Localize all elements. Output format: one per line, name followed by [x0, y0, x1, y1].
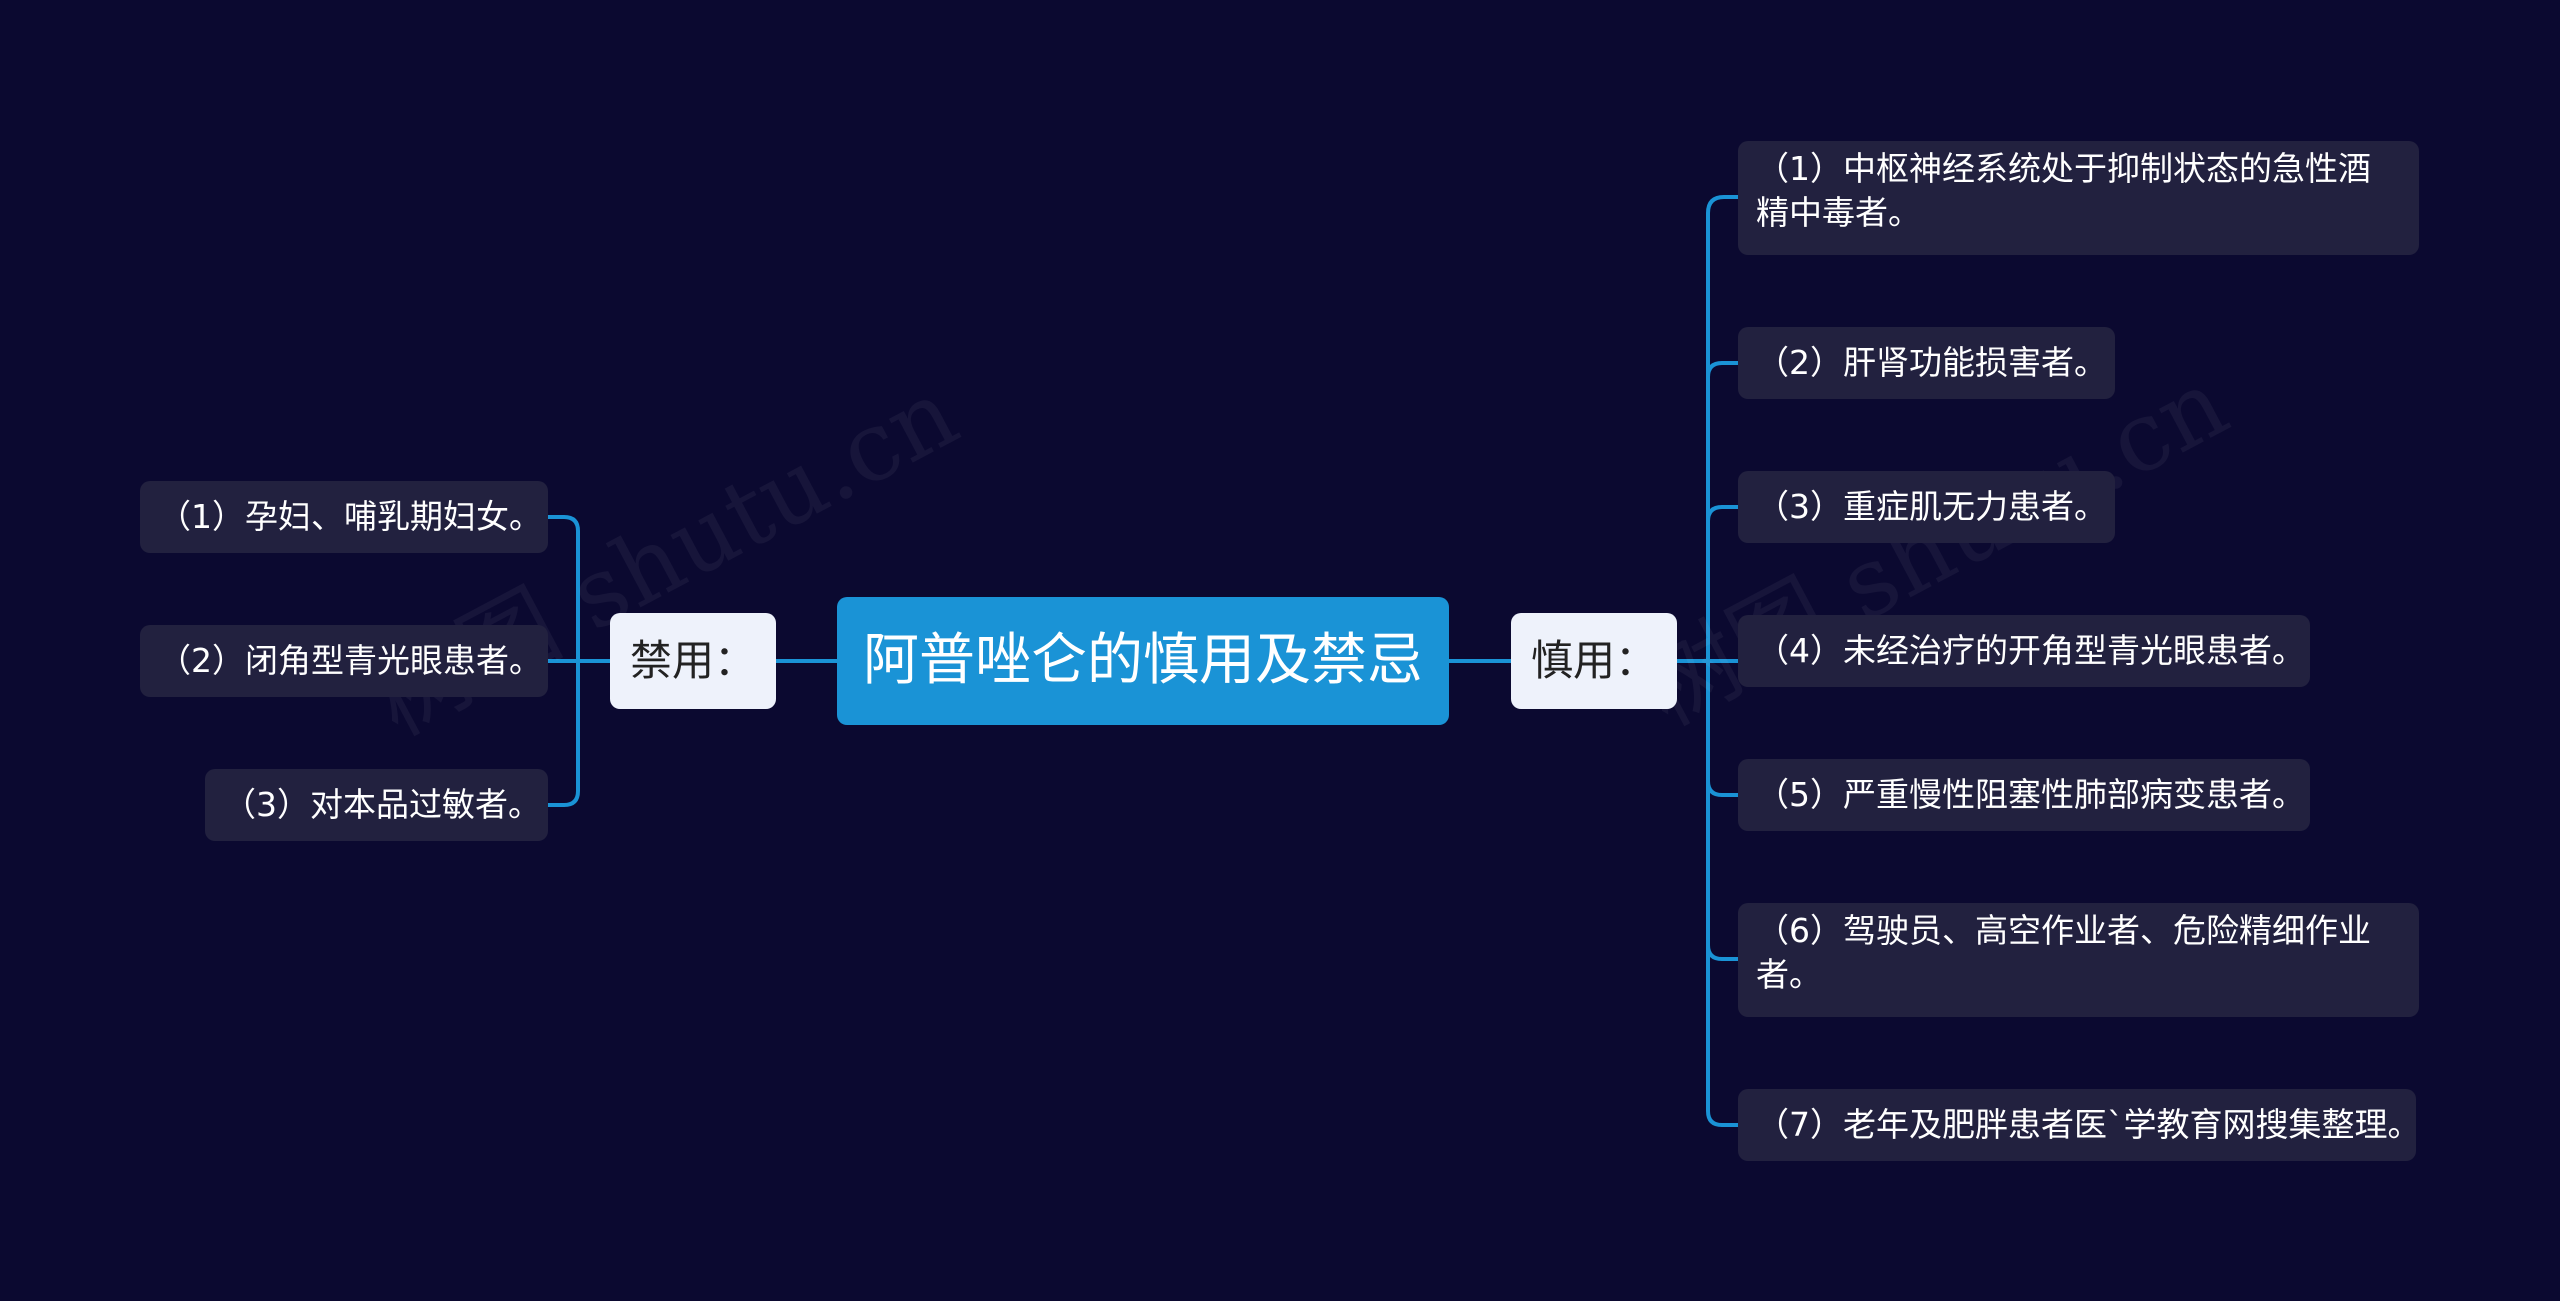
leaf-contraindicated-3[interactable]: （3）对本品过敏者。	[205, 769, 548, 841]
connector-right-1	[1706, 195, 1740, 663]
branch-contraindicated[interactable]: 禁用：	[610, 613, 776, 709]
leaf-caution-4[interactable]: （4）未经治疗的开角型青光眼患者。	[1738, 615, 2310, 687]
leaf-caution-7[interactable]: （7）老年及肥胖患者医`学教育网搜集整理。	[1738, 1089, 2421, 1161]
connector-right-6	[1706, 659, 1740, 961]
central-topic[interactable]: 阿普唑仑的慎用及禁忌	[837, 597, 1449, 725]
leaf-caution-2[interactable]: （2）肝肾功能损害者。	[1738, 327, 2115, 399]
leaf-caution-6[interactable]: （6）驾驶员、高空作业者、危险精细作业者。	[1738, 903, 2419, 1017]
branch-use-with-caution[interactable]: 慎用：	[1511, 613, 1677, 709]
leaf-contraindicated-1[interactable]: （1）孕妇、哺乳期妇女。	[140, 481, 548, 553]
connector-right-2	[1706, 361, 1740, 663]
connector-right-5	[1706, 659, 1740, 797]
connector-right-7	[1706, 659, 1740, 1127]
connector-left-1	[546, 515, 580, 663]
connector-left-3	[546, 659, 580, 807]
leaf-caution-3[interactable]: （3）重症肌无力患者。	[1738, 471, 2115, 543]
leaf-caution-1[interactable]: （1）中枢神经系统处于抑制状态的急性酒精中毒者。	[1738, 141, 2419, 255]
leaf-contraindicated-2[interactable]: （2）闭角型青光眼患者。	[140, 625, 548, 697]
leaf-caution-5[interactable]: （5）严重慢性阻塞性肺部病变患者。	[1738, 759, 2310, 831]
connector-right-3	[1706, 505, 1740, 663]
